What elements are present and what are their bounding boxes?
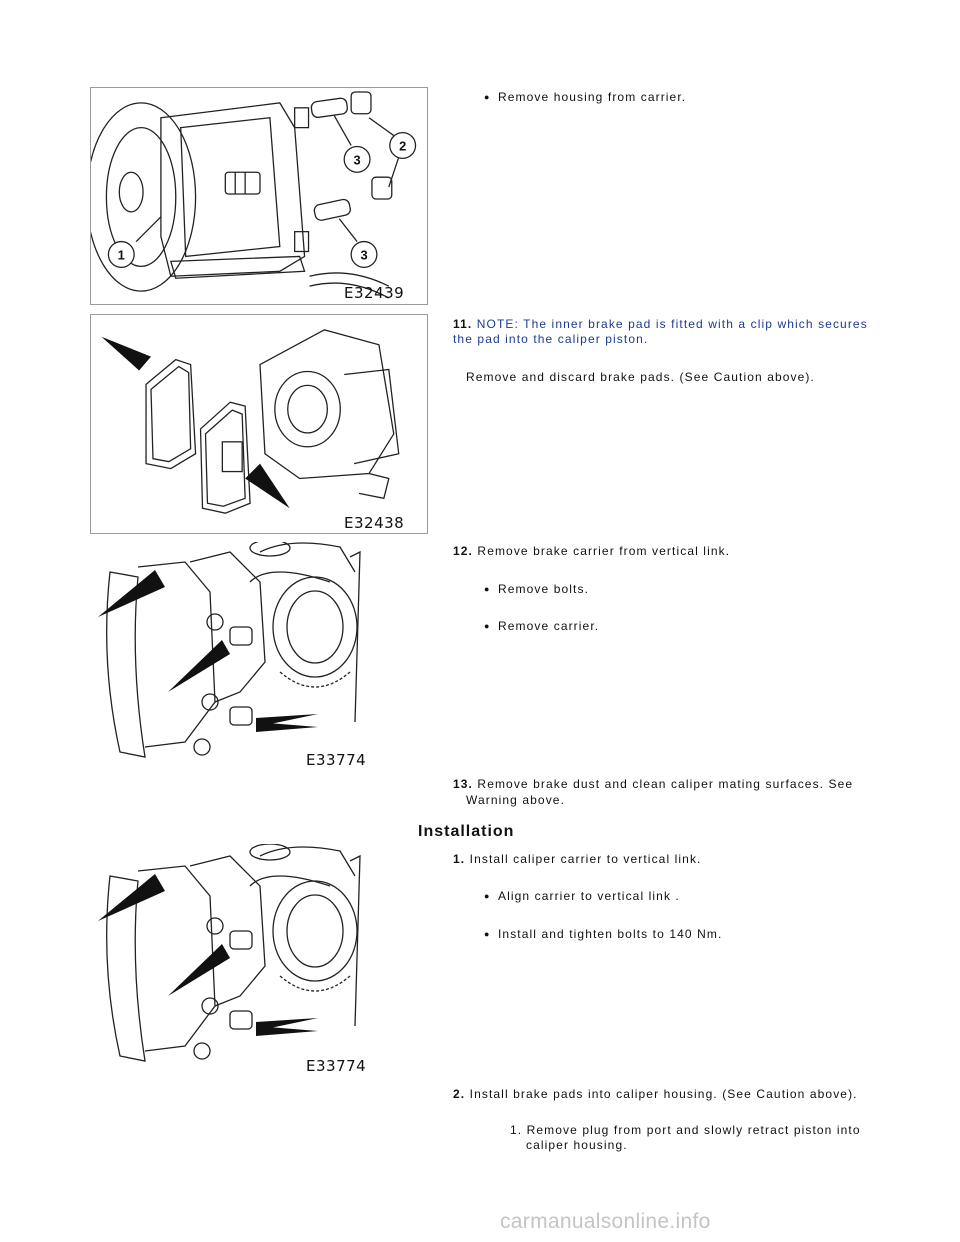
figure-e33774-installation: E33774 — [90, 844, 428, 1076]
step-12-bullet-1: Remove bolts. — [484, 580, 589, 598]
figure-label: E33774 — [306, 751, 367, 769]
callout-1: 1 — [118, 247, 125, 262]
install-step-1-number: 1. — [453, 852, 466, 866]
step-10-bullet: Remove housing from carrier. — [484, 88, 686, 106]
install-step-2-sub-1-line2: caliper housing. — [526, 1138, 628, 1152]
figure-label: E32439 — [344, 284, 405, 302]
callout-2: 2 — [399, 138, 406, 153]
figure-e32439: 1 2 3 3 E32439 — [90, 87, 428, 305]
step-11: 11. NOTE: The inner brake pad is fitted … — [453, 315, 868, 333]
callout-3b: 3 — [360, 247, 367, 262]
step-11-note-line1: NOTE: The inner brake pad is fitted with… — [476, 317, 868, 331]
caliper-housing-illustration: 1 2 3 3 — [91, 91, 417, 299]
step-11-note-line2: the pad into the caliper piston. — [453, 332, 649, 346]
step-11-text: Remove and discard brake pads. (See Caut… — [466, 370, 815, 384]
brake-pads-illustration — [101, 329, 400, 514]
step-11-number: 11. — [453, 317, 473, 331]
install-step-1-text: Install caliper carrier to vertical link… — [469, 852, 702, 866]
step-12-text: Remove brake carrier from vertical link. — [477, 544, 731, 558]
step-13: 13. Remove brake dust and clean caliper … — [453, 775, 853, 793]
figure-e33774-removal: E33774 — [90, 542, 428, 770]
step-12: 12. Remove brake carrier from vertical l… — [453, 542, 730, 560]
install-step-1: 1. Install caliper carrier to vertical l… — [453, 850, 701, 868]
install-step-1-bullet-1: Align carrier to vertical link . — [484, 887, 680, 905]
install-step-1-bullet-2: Install and tighten bolts to 140 Nm. — [484, 925, 722, 943]
figure-label: E32438 — [344, 514, 405, 532]
step-13-number: 13. — [453, 777, 473, 791]
install-step-2-sub-1-line1: 1. Remove plug from port and slowly retr… — [510, 1123, 861, 1137]
carrier-vertical-link-illustration — [98, 542, 361, 758]
step-13-line1: Remove brake dust and clean caliper mati… — [477, 777, 854, 791]
install-step-2-text: Install brake pads into caliper housing.… — [469, 1087, 858, 1101]
step-13-line2: Warning above. — [466, 793, 566, 807]
figure-e32438: E32438 — [90, 314, 428, 534]
step-12-number: 12. — [453, 544, 473, 558]
figure-label: E33774 — [306, 1057, 367, 1075]
install-step-2-number: 2. — [453, 1087, 466, 1101]
callout-3a: 3 — [354, 152, 361, 167]
step-12-bullet-2: Remove carrier. — [484, 617, 599, 635]
install-step-2: 2. Install brake pads into caliper housi… — [453, 1085, 858, 1103]
site-watermark: carmanualsonline.info — [500, 1210, 711, 1233]
installation-heading: Installation — [418, 823, 515, 840]
carrier-vertical-link-illustration — [98, 844, 361, 1062]
